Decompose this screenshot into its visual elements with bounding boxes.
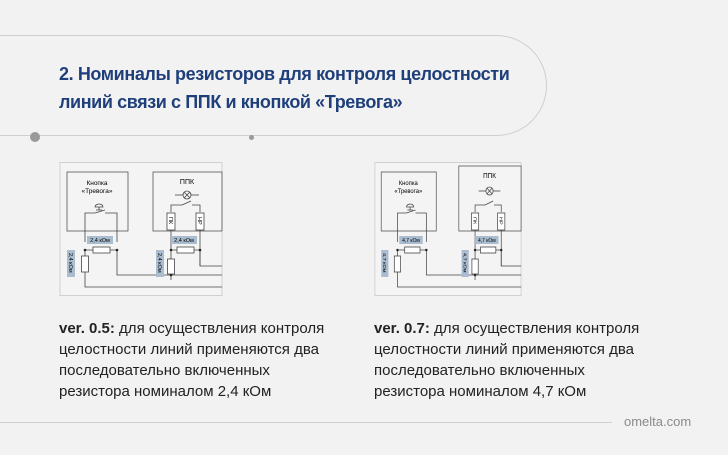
button-label-1: Кнопка (86, 180, 107, 187)
resistor-label: 4,7 кОм (381, 253, 387, 273)
resistor-h-2 (176, 246, 195, 254)
resistor-v-1 (393, 255, 401, 273)
resistor-v-2 (167, 258, 175, 275)
title-line-2: линий связи с ППК и кнопкой «Тревога» (59, 92, 403, 112)
push-button-icon (84, 203, 118, 242)
lamp-icon (474, 186, 502, 212)
resistor-label: 4,7 кОм (402, 238, 420, 244)
panel-label: ППК (483, 173, 496, 180)
button-label-2: «Тревога» (82, 188, 113, 195)
title-pill-frame (0, 35, 547, 136)
push-button-icon (397, 203, 427, 242)
decor-dot-small (249, 135, 254, 140)
title-line-1: 2. Номиналы резисторов для контроля цело… (59, 64, 510, 84)
panel-label: ППК (180, 179, 195, 186)
resistor-label: 2,4 кОм (67, 253, 73, 273)
description-v07: ver. 0.7: для осуществления контроля цел… (374, 318, 644, 402)
button-label-2: «Тревога» (394, 188, 422, 195)
decor-dot-large (30, 132, 40, 142)
version-label: ver. 0.7: (374, 320, 430, 337)
resistor-label: 2,4 кОм (156, 253, 162, 273)
resistor-label: 4,7 кОм (461, 253, 467, 273)
wiring-diagram-v07: Кнопка «Тревога» ППК ПК НР 4,7 кОм 4,7 к… (374, 162, 522, 301)
resistor-v-1 (81, 255, 89, 273)
pk-label: ПК (167, 217, 173, 225)
pk-label: ПК (471, 217, 477, 225)
resistor-h-1 (404, 246, 421, 254)
resistor-label: 2,4 кОм (174, 238, 194, 244)
nr-label: НР (196, 217, 202, 225)
wiring-diagram-v05: Кнопка «Тревога» ППК ПК НР 2,4 кОм 2,4 к… (59, 162, 223, 301)
page-title: 2. Номиналы резисторов для контроля цело… (59, 60, 529, 116)
footer-divider (0, 422, 612, 423)
resistor-label: 2,4 кОм (90, 238, 110, 244)
resistor-v-2 (471, 258, 479, 275)
resistor-label: 4,7 кОм (478, 238, 496, 244)
alarm-button-box (380, 171, 437, 232)
button-label-1: Кнопка (399, 180, 419, 187)
version-label: ver. 0.5: (59, 320, 115, 337)
site-link[interactable]: omelta.com (624, 414, 692, 429)
panel-box (152, 171, 223, 232)
description-text: для осуществления контроля целостности л… (59, 320, 325, 400)
panel-box (458, 165, 522, 232)
description-text: для осуществления контроля целостности л… (374, 320, 640, 400)
resistor-h-1 (92, 246, 111, 254)
nr-label: НР (498, 217, 504, 225)
resistor-h-2 (480, 246, 497, 254)
lamp-icon (170, 190, 201, 212)
description-v05: ver. 0.5: для осуществления контроля цел… (59, 318, 329, 402)
alarm-button-box (66, 171, 129, 232)
